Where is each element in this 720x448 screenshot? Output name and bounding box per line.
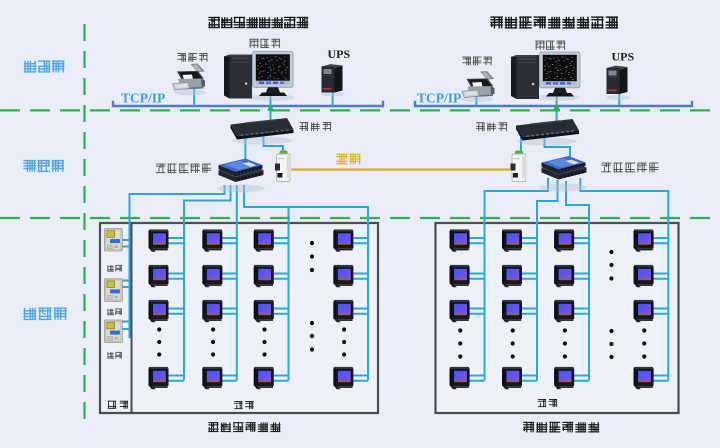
svg-text:UPS: UPS (328, 47, 351, 61)
svg-text:UPS: UPS (612, 50, 635, 64)
svg-text:TCP/IP: TCP/IP (121, 91, 165, 106)
svg-text:TCP/IP: TCP/IP (417, 91, 461, 106)
